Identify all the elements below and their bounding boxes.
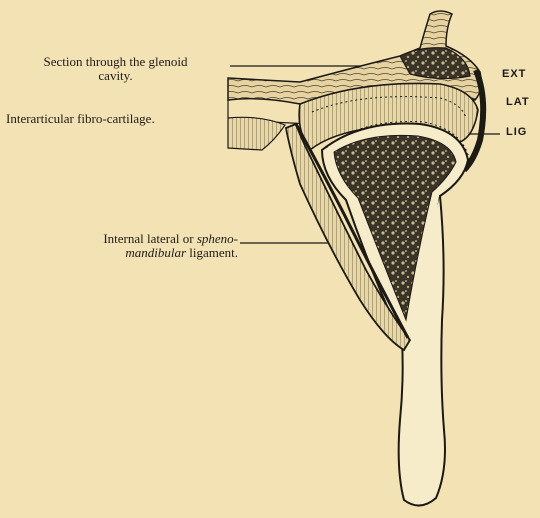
jaw-joint-figure: [0, 0, 540, 518]
